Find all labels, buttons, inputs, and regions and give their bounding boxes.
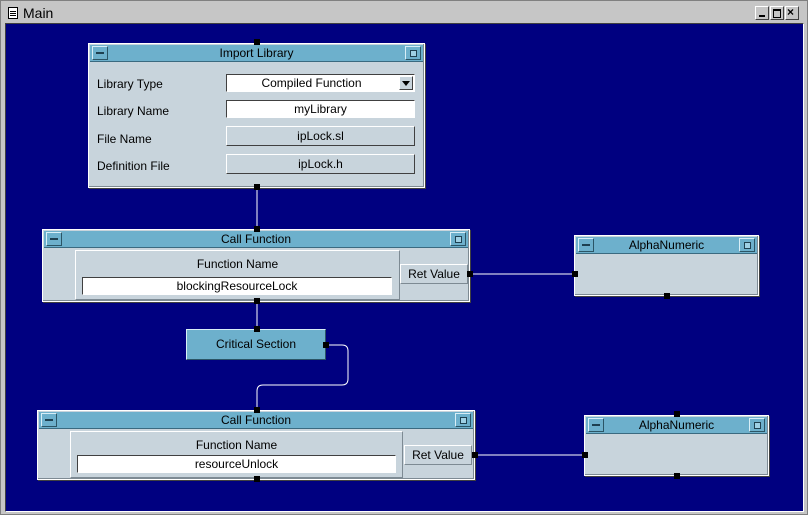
window-titlebar[interactable]: Main × xyxy=(3,3,805,23)
function-name-field-1[interactable]: blockingResourceLock xyxy=(82,277,392,295)
minimize-icon[interactable] xyxy=(92,46,108,60)
import-library-titlebar[interactable]: Import Library xyxy=(90,45,423,62)
import-library-title: Import Library xyxy=(219,46,294,60)
minimize-icon[interactable] xyxy=(588,418,604,432)
library-type-label: Library Type xyxy=(97,77,163,91)
alphanumeric-titlebar-1[interactable]: AlphaNumeric xyxy=(576,237,757,254)
import-library-panel[interactable]: Import Library Library Type Compiled Fun… xyxy=(88,43,425,188)
alphanumeric-titlebar-2[interactable]: AlphaNumeric xyxy=(586,417,767,434)
wire-critical-to-call2 xyxy=(256,344,349,412)
critical-section-output-pin[interactable] xyxy=(323,342,329,348)
definition-file-button[interactable]: ipLock.h xyxy=(226,154,415,174)
close-icon: × xyxy=(787,5,795,19)
library-name-label: Library Name xyxy=(97,104,170,118)
file-name-button[interactable]: ipLock.sl xyxy=(226,126,415,146)
call-function-inner-1: Function Name blockingResourceLock xyxy=(75,250,400,300)
window-title: Main xyxy=(23,5,54,21)
wires xyxy=(256,187,584,456)
window-close-button[interactable]: × xyxy=(785,5,799,20)
call-function-1-seq-in-pin[interactable] xyxy=(254,226,260,232)
library-type-select[interactable]: Compiled Function xyxy=(226,74,415,92)
ret-value-terminal-2[interactable]: Ret Value xyxy=(404,445,472,465)
alphanumeric-2-input-pin[interactable] xyxy=(582,452,588,458)
alphanumeric-title-1: AlphaNumeric xyxy=(628,238,705,252)
alphanumeric-title-2: AlphaNumeric xyxy=(638,418,715,432)
workspace-canvas[interactable]: Import Library Library Type Compiled Fun… xyxy=(5,23,804,512)
maximize-icon[interactable] xyxy=(450,232,466,246)
minimize-icon xyxy=(759,15,765,17)
critical-section-object[interactable]: Critical Section xyxy=(186,329,326,360)
call-function-inner-2: Function Name resourceUnlock xyxy=(70,431,403,478)
alphanumeric-2-seq-in-pin[interactable] xyxy=(674,411,680,417)
critical-section-seq-in-pin[interactable] xyxy=(254,326,260,332)
alphanumeric-1-seq-out-pin[interactable] xyxy=(664,293,670,299)
call-function-panel-2[interactable]: Call Function Function Name resourceUnlo… xyxy=(37,410,475,480)
window-maximize-button[interactable] xyxy=(770,6,784,20)
call-function-titlebar-1[interactable]: Call Function xyxy=(44,231,468,248)
call-function-1-output-pin[interactable] xyxy=(467,271,473,277)
alphanumeric-panel-1[interactable]: AlphaNumeric xyxy=(574,235,759,296)
call-function-title-2: Call Function xyxy=(220,413,292,427)
function-name-field-2[interactable]: resourceUnlock xyxy=(77,455,396,473)
maximize-icon[interactable] xyxy=(749,418,765,432)
import-library-seq-out-pin[interactable] xyxy=(254,184,260,190)
document-icon xyxy=(8,7,18,19)
call-function-2-output-pin[interactable] xyxy=(472,452,478,458)
call-function-2-seq-in-pin[interactable] xyxy=(254,407,260,413)
call-function-panel-1[interactable]: Call Function Function Name blockingReso… xyxy=(42,229,470,302)
definition-file-label: Definition File xyxy=(97,159,170,173)
maximize-icon[interactable] xyxy=(405,46,421,60)
minimize-icon[interactable] xyxy=(41,413,57,427)
call-function-2-seq-out-pin[interactable] xyxy=(254,476,260,482)
window-minimize-button[interactable] xyxy=(755,6,769,20)
ret-value-terminal-1[interactable]: Ret Value xyxy=(400,264,468,284)
alphanumeric-display-1 xyxy=(577,255,756,293)
minimize-icon[interactable] xyxy=(578,238,594,252)
library-type-value: Compiled Function xyxy=(261,76,362,90)
function-name-label-2: Function Name xyxy=(195,438,278,452)
import-library-seq-in-pin[interactable] xyxy=(254,39,260,45)
alphanumeric-display-2 xyxy=(587,435,766,473)
library-name-field[interactable]: myLibrary xyxy=(226,100,415,118)
alphanumeric-panel-2[interactable]: AlphaNumeric xyxy=(584,415,769,476)
maximize-icon[interactable] xyxy=(739,238,755,252)
maximize-icon[interactable] xyxy=(455,413,471,427)
chevron-down-icon[interactable] xyxy=(399,76,413,90)
call-function-1-seq-out-pin[interactable] xyxy=(254,298,260,304)
minimize-icon[interactable] xyxy=(46,232,62,246)
function-name-label-1: Function Name xyxy=(196,257,279,271)
call-function-titlebar-2[interactable]: Call Function xyxy=(39,412,473,429)
file-name-label: File Name xyxy=(97,132,152,146)
call-function-title-1: Call Function xyxy=(220,232,292,246)
maximize-icon xyxy=(773,9,781,18)
alphanumeric-2-seq-out-pin[interactable] xyxy=(674,473,680,479)
alphanumeric-1-input-pin[interactable] xyxy=(572,271,578,277)
